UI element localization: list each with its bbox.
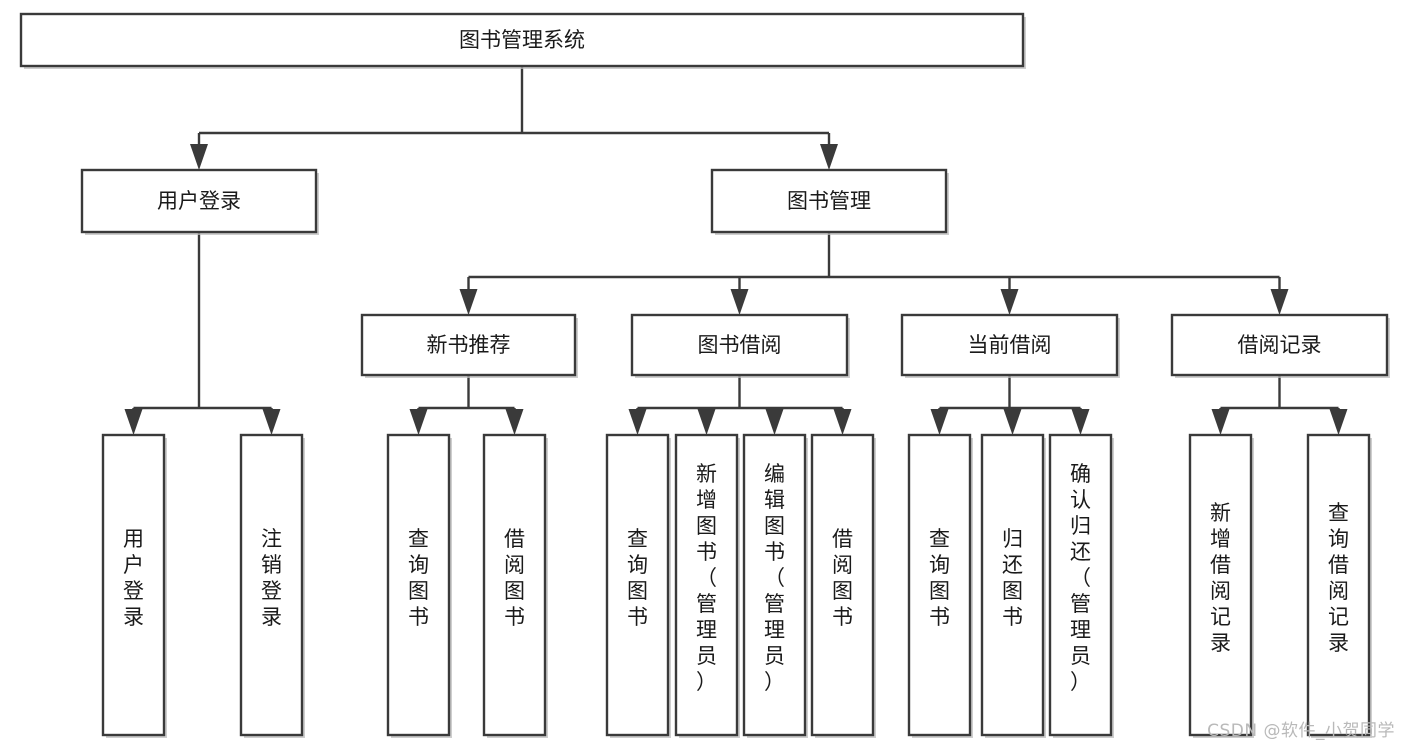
csdn-watermark: CSDN @软件_小贺同学 — [1207, 721, 1395, 741]
node-level3-图书借阅-label: 图书借阅 — [698, 333, 782, 357]
node-level2-图书管理[interactable]: 图书管理 — [710, 168, 949, 235]
node-level2-用户登录-label: 用户登录 — [157, 189, 241, 213]
arrow-借阅记录-查询借阅记录-1 — [1329, 409, 1348, 435]
node-leaf-当前借阅-查询图书-rect[interactable] — [907, 433, 972, 737]
node-leaf-用户登录-注销登录-rect[interactable] — [239, 433, 304, 737]
node-level3-借阅记录-rect[interactable] — [1170, 313, 1389, 377]
node-leaf-借阅记录-查询借阅记录[interactable]: 查询借阅记录 — [1306, 433, 1372, 738]
node-leaf-新书推荐-查询图书-rect[interactable] — [386, 433, 451, 737]
arrow-新书推荐-借阅图书-1 — [505, 409, 524, 435]
node-leaf-当前借阅-查询图书-label: 查询图书 — [929, 527, 950, 629]
arrow-用户登录-注销登录-1 — [262, 409, 281, 435]
node-leaf-借阅记录-新增借阅记录-rect[interactable] — [1188, 433, 1253, 737]
node-leaf-当前借阅-确认归还管理员[interactable]: 确认归还（管理员） — [1048, 433, 1114, 738]
node-level2-用户登录-rect[interactable] — [80, 168, 318, 234]
node-leaf-图书借阅-新增图书管理员-rect[interactable] — [674, 433, 739, 737]
arrow-to-借阅记录 — [1270, 289, 1289, 315]
node-level3-当前借阅-rect[interactable] — [900, 313, 1119, 377]
node-level3-图书借阅-rect[interactable] — [630, 313, 849, 377]
node-leaf-用户登录-用户登录[interactable]: 用户登录 — [101, 433, 167, 738]
node-leaf-图书借阅-查询图书-label: 查询图书 — [627, 527, 648, 629]
node-leaf-当前借阅-确认归还管理员-label: 确认归还（管理员） — [1070, 462, 1091, 694]
node-leaf-当前借阅-归还图书-label: 归还图书 — [1002, 527, 1023, 629]
nodes-layer: 图书管理系统用户登录图书管理新书推荐图书借阅当前借阅借阅记录用户登录注销登录查询… — [19, 12, 1390, 738]
node-level3-新书推荐-label: 新书推荐 — [427, 333, 511, 357]
node-leaf-当前借阅-确认归还管理员-rect[interactable] — [1048, 433, 1113, 737]
node-level3-当前借阅-label: 当前借阅 — [968, 333, 1052, 357]
node-level2-图书管理-label: 图书管理 — [787, 189, 871, 213]
node-leaf-用户登录-注销登录-label: 注销登录 — [261, 527, 282, 629]
node-leaf-图书借阅-查询图书[interactable]: 查询图书 — [605, 433, 671, 738]
arrow-图书借阅-查询图书-0 — [628, 409, 647, 435]
arrow-新书推荐-查询图书-0 — [409, 409, 428, 435]
node-level2-图书管理-rect[interactable] — [710, 168, 948, 234]
arrow-当前借阅-归还图书-1 — [1003, 409, 1022, 435]
node-level3-新书推荐-rect[interactable] — [360, 313, 577, 377]
node-level3-借阅记录-label: 借阅记录 — [1238, 333, 1322, 357]
arrow-to-用户登录 — [190, 144, 208, 170]
node-root-图书管理系统[interactable]: 图书管理系统 — [19, 12, 1026, 69]
node-leaf-借阅记录-新增借阅记录[interactable]: 新增借阅记录 — [1188, 433, 1254, 738]
node-root-图书管理系统-label: 图书管理系统 — [459, 28, 585, 52]
connectors-layer — [124, 66, 1348, 435]
node-leaf-当前借阅-查询图书[interactable]: 查询图书 — [907, 433, 973, 738]
arrow-当前借阅-查询图书-0 — [930, 409, 949, 435]
node-level3-新书推荐[interactable]: 新书推荐 — [360, 313, 578, 378]
arrow-用户登录-用户登录-0 — [124, 409, 143, 435]
arrow-借阅记录-新增借阅记录-0 — [1211, 409, 1230, 435]
arrow-to-新书推荐 — [459, 289, 478, 315]
node-leaf-图书借阅-编辑图书管理员[interactable]: 编辑图书（管理员） — [742, 433, 808, 738]
node-leaf-新书推荐-借阅图书-label: 借阅图书 — [504, 527, 525, 629]
node-level3-当前借阅[interactable]: 当前借阅 — [900, 313, 1120, 378]
node-leaf-新书推荐-借阅图书[interactable]: 借阅图书 — [482, 433, 548, 738]
node-leaf-借阅记录-新增借阅记录-label: 新增借阅记录 — [1210, 501, 1231, 655]
arrow-当前借阅-确认归还管理员-2 — [1071, 409, 1090, 435]
node-leaf-借阅记录-查询借阅记录-label: 查询借阅记录 — [1328, 501, 1349, 655]
arrow-to-图书管理 — [820, 144, 838, 170]
arrow-to-当前借阅 — [1000, 289, 1019, 315]
arrow-图书借阅-新增图书管理员-1 — [697, 409, 716, 435]
node-leaf-新书推荐-查询图书[interactable]: 查询图书 — [386, 433, 452, 738]
node-leaf-图书借阅-借阅图书-rect[interactable] — [810, 433, 875, 737]
node-leaf-图书借阅-编辑图书管理员-rect[interactable] — [742, 433, 807, 737]
node-level3-借阅记录[interactable]: 借阅记录 — [1170, 313, 1390, 378]
node-leaf-图书借阅-编辑图书管理员-label: 编辑图书（管理员） — [764, 462, 785, 694]
node-leaf-图书借阅-借阅图书[interactable]: 借阅图书 — [810, 433, 876, 738]
node-leaf-新书推荐-借阅图书-rect[interactable] — [482, 433, 547, 737]
arrow-to-图书借阅 — [730, 289, 749, 315]
node-leaf-用户登录-用户登录-rect[interactable] — [101, 433, 166, 737]
node-level2-用户登录[interactable]: 用户登录 — [80, 168, 319, 235]
node-leaf-图书借阅-新增图书管理员-label: 新增图书（管理员） — [696, 462, 717, 694]
node-root-图书管理系统-rect[interactable] — [19, 12, 1025, 68]
node-leaf-借阅记录-查询借阅记录-rect[interactable] — [1306, 433, 1371, 737]
node-leaf-图书借阅-查询图书-rect[interactable] — [605, 433, 670, 737]
node-leaf-当前借阅-归还图书[interactable]: 归还图书 — [980, 433, 1046, 738]
node-leaf-当前借阅-归还图书-rect[interactable] — [980, 433, 1045, 737]
node-level3-图书借阅[interactable]: 图书借阅 — [630, 313, 850, 378]
arrow-图书借阅-借阅图书-3 — [833, 409, 852, 435]
arrow-图书借阅-编辑图书管理员-2 — [765, 409, 784, 435]
node-leaf-用户登录-注销登录[interactable]: 注销登录 — [239, 433, 305, 738]
node-leaf-图书借阅-借阅图书-label: 借阅图书 — [832, 527, 853, 629]
node-leaf-图书借阅-新增图书管理员[interactable]: 新增图书（管理员） — [674, 433, 740, 738]
node-leaf-新书推荐-查询图书-label: 查询图书 — [408, 527, 429, 629]
node-leaf-用户登录-用户登录-label: 用户登录 — [123, 527, 144, 629]
